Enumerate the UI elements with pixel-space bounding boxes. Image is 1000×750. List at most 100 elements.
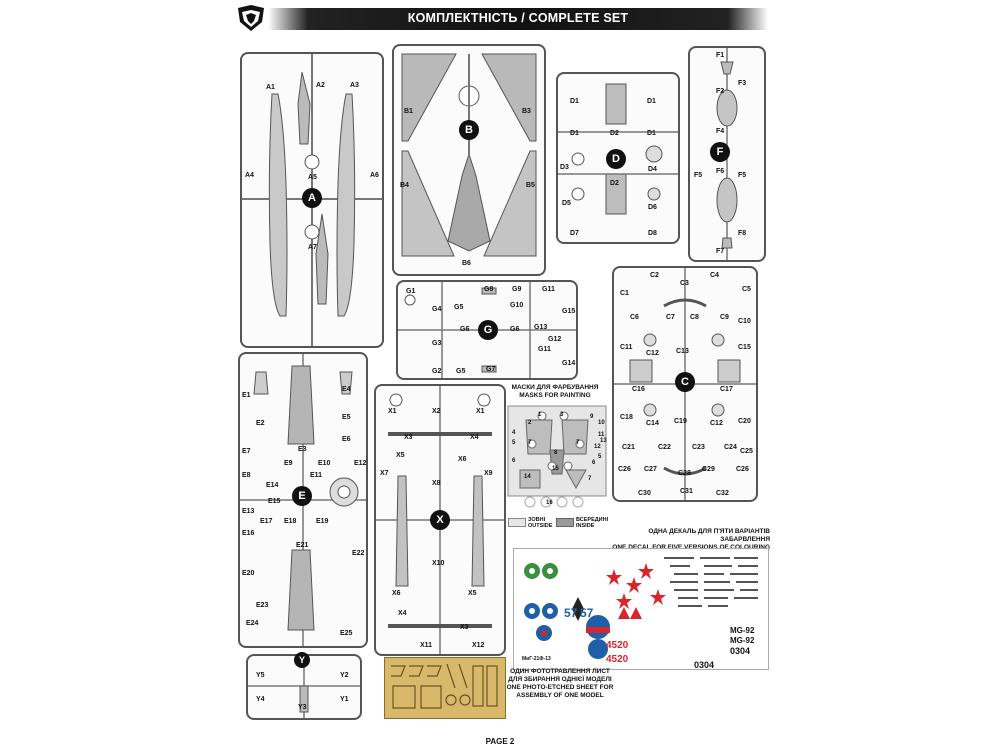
header-bar: КОМПЛЕКТНІСТЬ / COMPLETE SET xyxy=(268,8,768,30)
part-label: A1 xyxy=(266,84,275,91)
part-label: E5 xyxy=(342,414,351,421)
part-label: B3 xyxy=(522,108,531,115)
mask-number: 6 xyxy=(512,458,516,464)
part-label: E11 xyxy=(310,472,323,479)
decal-code-mg92: MG-92 xyxy=(730,626,755,635)
part-label: G3 xyxy=(432,340,442,347)
part-label: C26 xyxy=(618,466,631,473)
part-label: F7 xyxy=(716,248,725,255)
masks-drawing xyxy=(507,405,607,508)
mask-number: 3 xyxy=(560,412,564,418)
part-label: C21 xyxy=(622,444,635,451)
part-label: F5 xyxy=(738,172,747,179)
outside-swatch xyxy=(508,518,526,527)
part-label: A7 xyxy=(308,244,317,251)
sprue-g: G G1 G8 G9 G11 G5 G10 G4 G15 G6 G6 G13 G… xyxy=(396,280,578,380)
part-label: Y2 xyxy=(340,672,349,679)
masks-title: МАСКИ ДЛЯ ФАРБУВАННЯ MASKS FOR PAINTING xyxy=(500,384,610,400)
part-label: E6 xyxy=(342,436,351,443)
part-label: E13 xyxy=(242,508,255,515)
part-label: C6 xyxy=(630,314,639,321)
part-label: X2 xyxy=(432,408,441,415)
part-label: D6 xyxy=(648,204,657,211)
part-label: X1 xyxy=(388,408,397,415)
part-label: C12 xyxy=(646,350,659,357)
part-label: F6 xyxy=(716,168,725,175)
mask-number: 12 xyxy=(594,444,601,450)
part-label: G8 xyxy=(484,286,494,293)
inside-swatch xyxy=(556,518,574,527)
part-label: E24 xyxy=(246,620,259,627)
part-label: D5 xyxy=(562,200,571,207)
sprue-x-badge: X xyxy=(430,510,450,530)
part-label: F3 xyxy=(738,80,747,87)
part-label: C13 xyxy=(676,348,689,355)
part-label: C25 xyxy=(740,448,753,455)
part-label: C8 xyxy=(690,314,699,321)
decal-number-0304-2: 0304 xyxy=(730,646,751,656)
part-label: X6 xyxy=(392,590,401,597)
decal-caption-ua: ОДНА ДЕКАЛЬ ДЛЯ П'ЯТИ ВАРІАНТІВ ЗАБАРВЛЕ… xyxy=(648,528,770,544)
part-label: G6 xyxy=(460,326,470,333)
part-label: F8 xyxy=(738,230,747,237)
sprue-d-drawing xyxy=(558,83,678,215)
part-label: E4 xyxy=(342,386,351,393)
part-label: E10 xyxy=(318,460,331,467)
part-label: A3 xyxy=(350,82,359,89)
part-label: C14 xyxy=(646,420,659,427)
part-label: F2 xyxy=(716,88,725,95)
part-label: A5 xyxy=(308,174,317,181)
mask-number: 10 xyxy=(598,420,605,426)
part-label: C5 xyxy=(742,286,751,293)
sprue-y-badge: Y xyxy=(294,652,310,668)
part-label: X9 xyxy=(484,470,493,477)
decal-number-4520: 4520 xyxy=(606,640,629,651)
part-label: C11 xyxy=(620,344,633,351)
part-label: E20 xyxy=(242,570,255,577)
part-label: G5 xyxy=(456,368,466,375)
part-label: C1 xyxy=(620,290,629,297)
part-label: D1 xyxy=(570,130,579,137)
part-label: D7 xyxy=(570,230,579,237)
part-label: C26 xyxy=(736,466,749,473)
part-label: F5 xyxy=(694,172,703,179)
decal-caption-en: ONE DECAL FOR FIVE VERSIONS OF COLOURING xyxy=(600,544,770,552)
sprue-g-badge: G xyxy=(478,320,498,340)
part-label: D2 xyxy=(610,180,619,187)
sprue-x-drawing xyxy=(376,386,504,654)
part-label: G1 xyxy=(406,288,416,295)
part-label: G13 xyxy=(534,324,548,331)
masks-sheet: 1 2 3 7 9 10 11 12 13 4 5 6 8 7 14 15 16… xyxy=(506,404,608,514)
sprue-g-drawing xyxy=(398,282,576,378)
part-label: D1 xyxy=(647,130,656,137)
mask-number: 5 xyxy=(512,440,516,446)
part-label: X12 xyxy=(472,642,485,649)
page-title: КОМПЛЕКТНІСТЬ / COMPLETE SET xyxy=(407,11,629,25)
part-label: F1 xyxy=(716,52,725,59)
sprue-x: X X1 X2 X1 X3 X4 X5 X6 X7 X8 X9 X10 X6 X… xyxy=(374,384,506,656)
part-label: Y3 xyxy=(298,704,307,711)
sprue-c: C C2 C4 C1 C3 C5 C6 C7 C8 C9 C10 C11 C12… xyxy=(612,266,758,502)
part-label: D1 xyxy=(570,98,579,105)
part-label: E9 xyxy=(284,460,293,467)
part-label: C31 xyxy=(680,488,693,495)
part-label: G15 xyxy=(562,308,576,315)
part-label: C17 xyxy=(720,386,733,393)
part-label: X11 xyxy=(420,642,433,649)
part-label: X1 xyxy=(476,408,485,415)
part-label: D2 xyxy=(610,130,619,137)
part-label: C22 xyxy=(658,444,671,451)
mask-number: 16 xyxy=(546,500,553,506)
decal-number-4520-2: 4520 xyxy=(606,654,629,665)
part-label: C3 xyxy=(680,280,689,287)
photoetch-drawing xyxy=(391,663,498,709)
part-label: X4 xyxy=(470,434,479,441)
mask-number: 9 xyxy=(590,414,594,420)
mask-number: 15 xyxy=(552,466,559,472)
part-label: D8 xyxy=(648,230,657,237)
part-label: E12 xyxy=(354,460,367,467)
decal-drawing xyxy=(524,557,758,659)
modelsvit-logo xyxy=(236,4,266,32)
part-label: C32 xyxy=(716,490,729,497)
part-label: E14 xyxy=(266,482,279,489)
